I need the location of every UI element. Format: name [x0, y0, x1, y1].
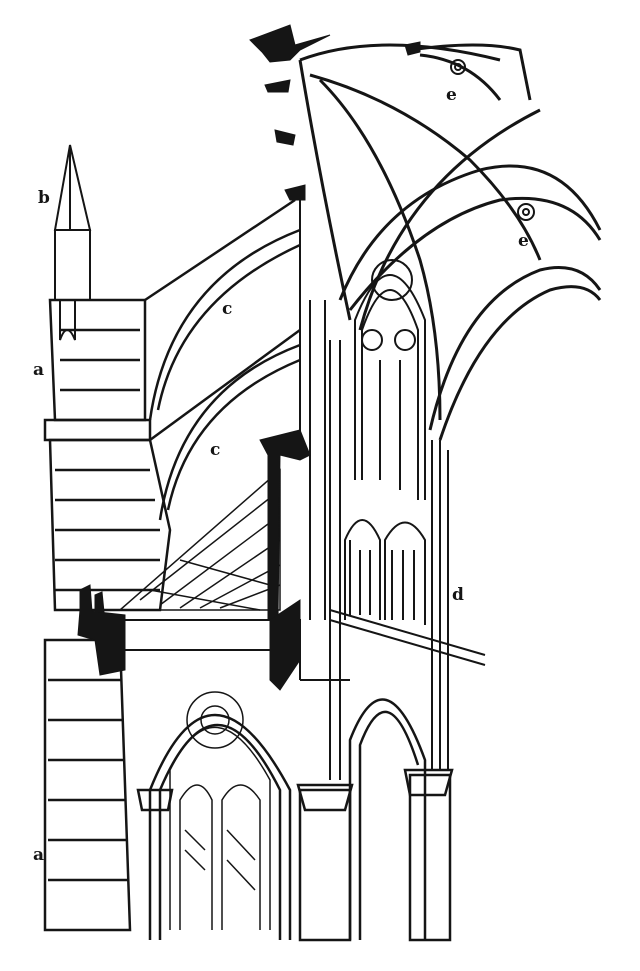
vault-boss-top-label: e: [446, 85, 457, 105]
flying-buttress-upper-label: c: [222, 299, 232, 319]
vault-boss-mid: [517, 203, 535, 221]
flying-buttress-lower: [149, 328, 301, 521]
clerestory-window: [354, 259, 426, 500]
aisle-window: [169, 691, 271, 930]
vault-boss-top: [450, 59, 466, 75]
flying-buttress-lower-label: c: [210, 440, 220, 460]
nave-wall: [120, 200, 350, 780]
wall-shaft-label: d: [452, 585, 464, 605]
vault-ribs: [298, 43, 602, 441]
vault-boss-mid-label: e: [518, 231, 529, 251]
flying-buttress-upper: [144, 198, 301, 421]
triforium-arcade: [329, 519, 486, 666]
section-cut-masses: [77, 24, 421, 691]
buttress-lower-label: a: [33, 845, 44, 865]
nave-arcade: [136, 698, 454, 942]
wall-shaft-d: [431, 440, 449, 770]
buttress-upper-label: a: [33, 360, 44, 380]
pinnacle-label: b: [38, 188, 50, 208]
buttress-pinnacle: [53, 144, 92, 341]
